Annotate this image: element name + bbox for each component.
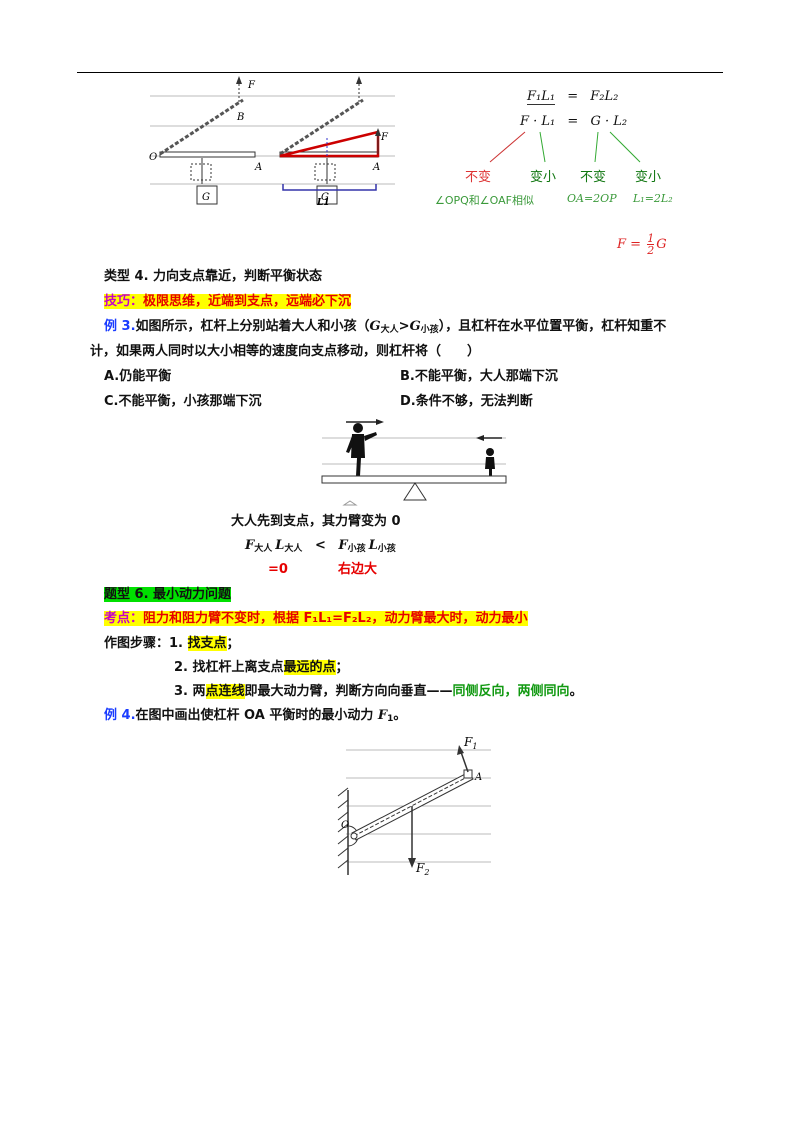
svg-text:A: A bbox=[254, 162, 262, 173]
note-unchanged-2: 不变 bbox=[580, 170, 607, 185]
result-formula: F = 1 2 G bbox=[617, 232, 667, 257]
topic6-step2: 2. 找杠杆上离支点最远的点； bbox=[174, 660, 349, 675]
eq-f1l1: F₁L₁ = F₂L₂ bbox=[527, 89, 619, 105]
ex3-option-b: B.不能平衡，大人那端下沉 bbox=[400, 369, 558, 384]
child-silhouette bbox=[485, 448, 495, 477]
svg-text:O: O bbox=[149, 152, 157, 163]
note-smaller-2: 变小 bbox=[635, 170, 662, 185]
ex3-option-c: C.不能平衡，小孩那端下沉 bbox=[104, 394, 262, 409]
topic6-step3: 3. 两点连线即最大动力臂，判断方向向垂直——同侧反向，两侧同向。 bbox=[174, 684, 583, 699]
svg-text:L1: L1 bbox=[316, 198, 330, 208]
ex3-zero: =0 bbox=[268, 562, 288, 577]
svg-text:G: G bbox=[202, 192, 210, 203]
svg-text:F1: F1 bbox=[463, 735, 477, 751]
seesaw-figure bbox=[321, 419, 507, 506]
note-unchanged-1: 不变 bbox=[465, 170, 492, 185]
topic6-keypoint: 考点：阻力和阻力臂不变时，根据 F₁L₁=F₂L₂，动力臂最大时，动力最小 bbox=[104, 611, 528, 626]
type4-tip: 技巧：极限思维，近端到支点，远端必下沉 bbox=[104, 294, 352, 309]
ex3-option-d: D.条件不够，无法判断 bbox=[400, 394, 533, 409]
f1-arrow bbox=[457, 745, 464, 755]
ex3-analysis: 大人先到支点，其力臂变为 0 bbox=[231, 514, 401, 529]
weight-box bbox=[196, 185, 218, 205]
lratio-note: L₁=2L₂ bbox=[633, 192, 673, 205]
lever-oa-figure: F1 A O F2 bbox=[337, 735, 491, 877]
similar-note: ∠OPQ和∠OAF相似 bbox=[435, 194, 534, 207]
ex3-right-bigger: 右边大 bbox=[338, 562, 378, 577]
eq-fl1: F · L₁ = G · L₂ bbox=[520, 114, 628, 129]
note-smaller-1: 变小 bbox=[530, 170, 557, 185]
ex3-line1: 例 3.如图所示，杠杆上分别站着大人和小孩（G大人>G小孩），且杠杆在水平位置平… bbox=[104, 319, 667, 335]
eq-annotation-lines bbox=[489, 131, 641, 163]
arrow-right bbox=[376, 419, 384, 425]
f2-arrow bbox=[408, 858, 416, 868]
header-rule bbox=[77, 72, 723, 73]
svg-text:A: A bbox=[474, 772, 482, 783]
lever-tilted-dashed bbox=[159, 98, 244, 156]
type4-title: 类型 4. 力向支点靠近，判断平衡状态 bbox=[104, 269, 323, 284]
fulcrum bbox=[403, 482, 427, 501]
topic6-step1: 作图步骤：1. 找支点； bbox=[104, 636, 240, 651]
arrow-left bbox=[476, 435, 484, 441]
ex3-line2: 计，如果两人同时以大小相等的速度向支点移动，则杠杆将（ ） bbox=[90, 344, 481, 359]
pivot-o bbox=[350, 832, 358, 840]
svg-text:B: B bbox=[236, 112, 244, 123]
ratio-note: OA=2OP bbox=[567, 192, 617, 205]
lever-horizontal bbox=[159, 151, 256, 158]
adult-silhouette bbox=[346, 423, 377, 476]
svg-text:F2: F2 bbox=[415, 861, 429, 877]
svg-text:G: G bbox=[321, 192, 329, 203]
svg-text:O: O bbox=[341, 820, 349, 831]
lever-rotation-figure: F B O A G F A G L1 bbox=[149, 76, 395, 208]
topic6-title: 题型 6. 最小动力问题 bbox=[104, 587, 232, 602]
ex4-text: 例 4.在图中画出使杠杆 OA 平衡时的最小动力 F1。 bbox=[104, 708, 407, 724]
seesaw-plank bbox=[321, 475, 507, 484]
label-f: F bbox=[247, 80, 256, 91]
l1-bracket bbox=[282, 184, 377, 191]
svg-text:F: F bbox=[380, 132, 389, 143]
svg-text:A: A bbox=[372, 162, 380, 173]
ex3-option-a: A.仍能平衡 bbox=[104, 369, 172, 384]
